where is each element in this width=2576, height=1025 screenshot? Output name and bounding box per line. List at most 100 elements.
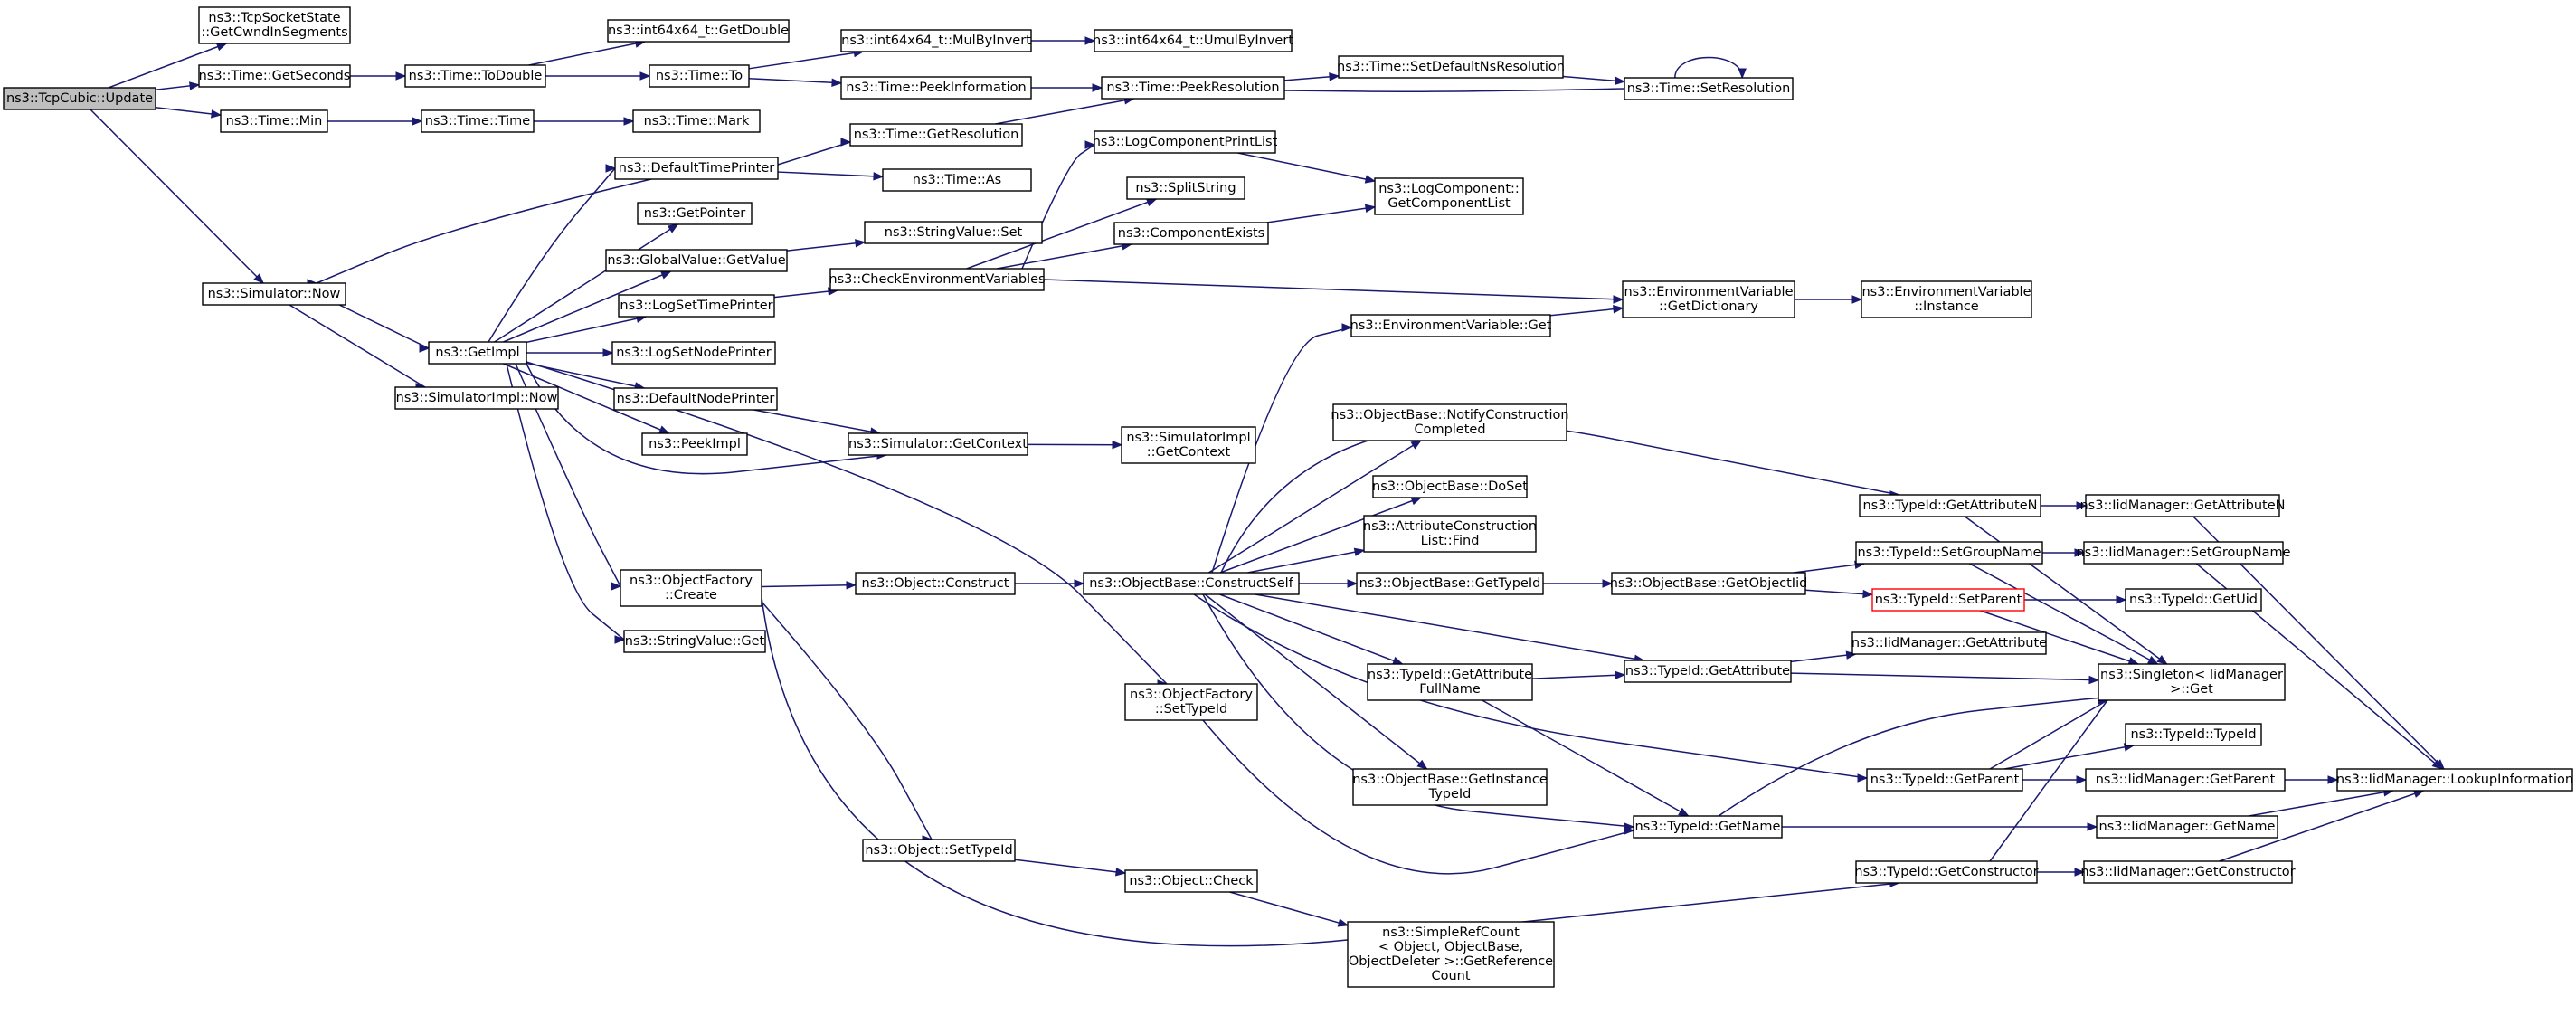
node-iidgetparent[interactable]: ns3::IidManager::GetParent — [2085, 768, 2286, 792]
node-peekres[interactable]: ns3::Time::PeekResolution — [1101, 76, 1285, 100]
node-compexists[interactable]: ns3::ComponentExists — [1113, 222, 1269, 245]
node-mulbyinvert[interactable]: ns3::int64x64_t::MulByInvert — [840, 29, 1032, 52]
arrowhead-tidgetattrn-to-iidgetattrn — [2076, 501, 2088, 510]
node-objconstruct[interactable]: ns3::Object::Construct — [855, 572, 1016, 595]
edge-defnodeprinter-to-simgetcontext — [753, 409, 880, 434]
node-setres[interactable]: ns3::Time::SetResolution — [1624, 77, 1794, 100]
node-peekinfo[interactable]: ns3::Time::PeekInformation — [840, 76, 1032, 100]
node-getimpl[interactable]: ns3::GetImpl — [428, 341, 527, 365]
edge-logsettimeprinter-to-checkenv — [773, 289, 838, 299]
arrowhead-peekres-to-setdefnsres — [1329, 72, 1340, 81]
node-getpointer[interactable]: ns3::GetPointer — [637, 202, 753, 225]
node-tidgetattr[interactable]: ns3::TypeId::GetAttribute — [1624, 660, 1792, 683]
node-simplerefcount[interactable]: ns3::SimpleRefCount< Object, ObjectBase,… — [1347, 921, 1555, 988]
node-peekimpl[interactable]: ns3::PeekImpl — [641, 432, 748, 456]
node-box-objcheck — [1124, 869, 1258, 893]
node-iidgetattrn[interactable]: ns3::IidManager::GetAttributeN — [2079, 494, 2286, 517]
node-update[interactable]: ns3::TcpCubic::Update — [3, 87, 156, 110]
node-todouble[interactable]: ns3::Time::ToDouble — [404, 64, 546, 88]
node-box-tidgetattrn — [1859, 494, 2041, 517]
edge-update-to-min — [155, 107, 222, 116]
node-box-simnow — [202, 282, 346, 306]
arrowhead-constructself-to-tidgetparent — [1857, 773, 1869, 783]
edge-tidgetattr-to-iidgetattr — [1790, 653, 1856, 663]
node-getdouble[interactable]: ns3::int64x64_t::GetDouble — [607, 19, 790, 43]
node-envinstance[interactable]: ns3::EnvironmentVariable::Instance — [1861, 280, 2032, 318]
node-gvgetvalue[interactable]: ns3::GlobalValue::GetValue — [605, 249, 788, 272]
node-label-time: ns3::Time::Time — [425, 114, 531, 128]
node-doset[interactable]: ns3::ObjectBase::DoSet — [1372, 475, 1528, 498]
edge-ofsettypeid-to-tidgetname — [1202, 719, 1634, 875]
node-getcomplist[interactable]: ns3::LogComponent::GetComponentList — [1374, 177, 1524, 215]
node-tidgetparent[interactable]: ns3::TypeId::GetParent — [1866, 768, 2023, 792]
node-box-to — [649, 64, 750, 88]
node-box-checkenv — [829, 268, 1045, 291]
node-ofsettypeid[interactable]: ns3::ObjectFactory::SetTypeId — [1124, 683, 1258, 721]
node-objcheck[interactable]: ns3::Object::Check — [1124, 869, 1258, 893]
node-tidgetuid[interactable]: ns3::TypeId::GetUid — [2125, 588, 2262, 612]
edge-objsettypeid-to-objcheck — [1014, 859, 1126, 874]
node-simimplgetcontext[interactable]: ns3::SimulatorImpl::GetContext — [1121, 426, 1256, 464]
node-getseconds[interactable]: ns3::Time::GetSeconds — [198, 64, 351, 88]
node-simnow[interactable]: ns3::Simulator::Now — [202, 282, 346, 306]
node-label-gvgetvalue: ns3::GlobalValue::GetValue — [607, 253, 785, 268]
node-iidgetattr[interactable]: ns3::IidManager::GetAttribute — [1852, 631, 2047, 655]
node-label-getres: ns3::Time::GetResolution — [854, 128, 1019, 142]
node-ofcreate[interactable]: ns3::ObjectFactory::Create — [620, 569, 762, 607]
node-tidgetattrn[interactable]: ns3::TypeId::GetAttributeN — [1859, 494, 2041, 517]
edge-getimpl-to-peekimpl — [503, 363, 669, 434]
node-svset[interactable]: ns3::StringValue::Set — [864, 221, 1043, 244]
node-obgetobjectiid[interactable]: ns3::ObjectBase::GetObjectIid — [1610, 572, 1808, 595]
node-label-notifyconstr-line2: Completed — [1414, 422, 1485, 437]
node-logsettimeprinter[interactable]: ns3::LogSetTimePrinter — [618, 294, 775, 318]
edge-ofcreate-to-tidgetconstructor — [761, 596, 1900, 947]
node-time[interactable]: ns3::Time::Time — [421, 109, 535, 133]
node-objsettypeid[interactable]: ns3::Object::SetTypeId — [862, 839, 1016, 862]
node-tidsetgroupname[interactable]: ns3::TypeId::SetGroupName — [1855, 541, 2043, 565]
node-getres[interactable]: ns3::Time::GetResolution — [849, 123, 1023, 147]
node-tidsetparent[interactable]: ns3::TypeId::SetParent — [1871, 588, 2025, 612]
node-timeas[interactable]: ns3::Time::As — [882, 168, 1032, 192]
node-defnodeprinter[interactable]: ns3::DefaultNodePrinter — [613, 387, 778, 411]
node-iidgetname[interactable]: ns3::IidManager::GetName — [2096, 815, 2278, 839]
node-iidlookup[interactable]: ns3::IidManager::LookupInformation — [2336, 768, 2573, 792]
node-simgetcontext[interactable]: ns3::Simulator::GetContext — [848, 432, 1028, 456]
node-box-simgetcontext — [848, 432, 1028, 456]
node-label-cwnd-line1: ns3::TcpSocketState — [208, 11, 340, 25]
node-umulbyinvert[interactable]: ns3::int64x64_t::UmulByInvert — [1093, 29, 1293, 52]
node-constructself[interactable]: ns3::ObjectBase::ConstructSelf — [1083, 572, 1300, 595]
node-mark[interactable]: ns3::Time::Mark — [632, 109, 761, 133]
node-svget[interactable]: ns3::StringValue::Get — [623, 630, 766, 653]
node-label-mulbyinvert: ns3::int64x64_t::MulByInvert — [841, 33, 1031, 48]
node-splitstring[interactable]: ns3::SplitString — [1126, 176, 1245, 200]
node-to[interactable]: ns3::Time::To — [649, 64, 750, 88]
node-cwnd[interactable]: ns3::TcpSocketState::GetCwndInSegments — [198, 6, 351, 44]
node-singletonget[interactable]: ns3::Singleton< IidManager >::Get — [2098, 663, 2286, 701]
node-tidgetconstructor[interactable]: ns3::TypeId::GetConstructor — [1854, 860, 2039, 884]
node-label-checkenv: ns3::CheckEnvironmentVariables — [829, 272, 1045, 287]
node-min[interactable]: ns3::Time::Min — [220, 109, 328, 133]
arrowhead-tidgetparent-to-iidgetparent — [2076, 775, 2088, 784]
node-deftimeprinter[interactable]: ns3::DefaultTimePrinter — [614, 157, 779, 180]
edge-to-to-peekinfo — [748, 77, 842, 84]
node-obgettypeid[interactable]: ns3::ObjectBase::GetTypeId — [1356, 572, 1544, 595]
node-tidtypeid[interactable]: ns3::TypeId::TypeId — [2125, 723, 2262, 746]
node-tidgetname[interactable]: ns3::TypeId::GetName — [1633, 815, 1783, 839]
node-label-iidgetname: ns3::IidManager::GetName — [2099, 820, 2276, 834]
node-label-obgetinstance-line2: TypeId — [1428, 787, 1472, 802]
node-envget[interactable]: ns3::EnvironmentVariable::Get — [1350, 314, 1552, 337]
node-iidgetconstructor[interactable]: ns3::IidManager::GetConstructor — [2080, 860, 2296, 884]
node-simimplnow[interactable]: ns3::SimulatorImpl::Now — [394, 386, 559, 410]
node-checkenv[interactable]: ns3::CheckEnvironmentVariables — [829, 268, 1046, 291]
node-box-getseconds — [198, 64, 351, 88]
node-logsetnodeprinter[interactable]: ns3::LogSetNodePrinter — [611, 341, 776, 365]
node-setdefnsres[interactable]: ns3::Time::SetDefaultNsResolution — [1337, 55, 1565, 79]
node-logcompprintlist[interactable]: ns3::LogComponentPrintList — [1093, 130, 1278, 154]
node-iidsetgroupname[interactable]: ns3::IidManager::SetGroupName — [2076, 541, 2291, 565]
node-envgetdict[interactable]: ns3::EnvironmentVariable::GetDictionary — [1622, 280, 1795, 318]
node-notifyconstr[interactable]: ns3::ObjectBase::NotifyConstructionCompl… — [1331, 403, 1569, 441]
node-label-peekinfo: ns3::Time::PeekInformation — [846, 81, 1026, 95]
